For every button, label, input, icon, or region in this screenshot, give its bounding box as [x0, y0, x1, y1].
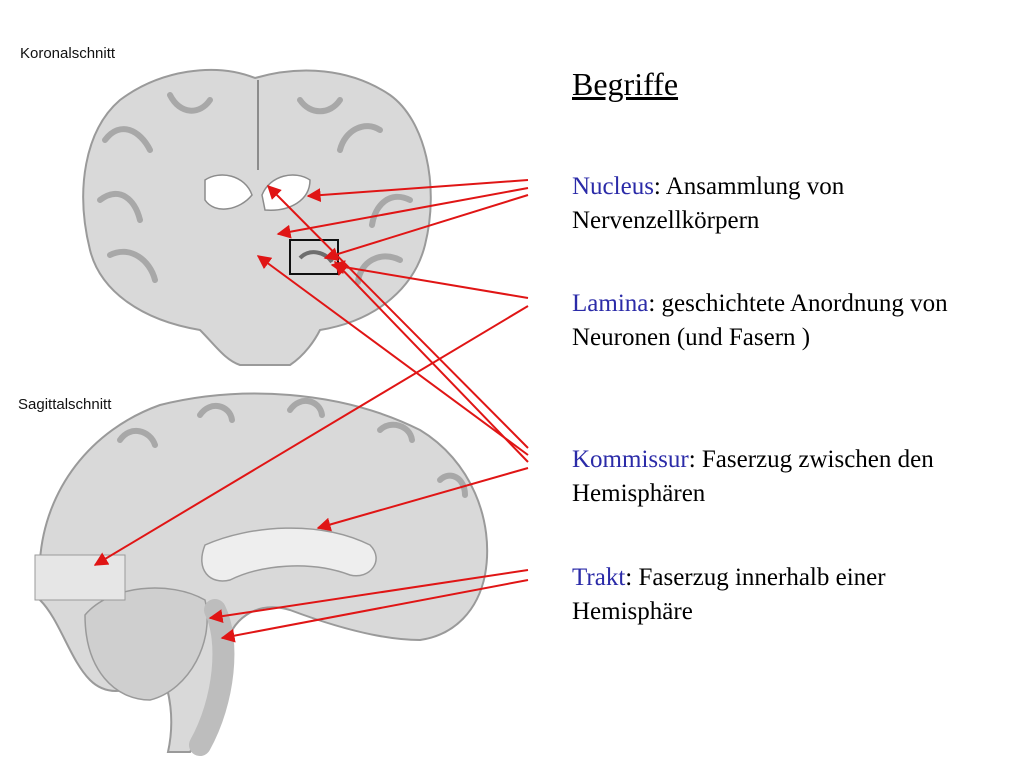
term-keyword: Lamina	[572, 290, 649, 317]
term-definition: : geschichtete Anordnung von Neuronen (u…	[572, 290, 948, 351]
sagittal-brain-section	[34, 392, 489, 756]
term-nucleus: Nucleus: Ansammlung von Nervenzellkörper…	[572, 170, 1012, 238]
corpus-callosum	[201, 527, 377, 582]
arrow-kommissur-1	[267, 185, 529, 449]
term-keyword: Trakt	[572, 564, 626, 591]
coronal-brain-section	[82, 68, 432, 366]
term-definition: : Faserzug zwischen den Hemisphären	[572, 446, 934, 507]
term-definition: : Faserzug innerhalb einer Hemisphäre	[572, 564, 886, 625]
sagittal-inset	[34, 554, 126, 601]
arrow-kommissur-3	[334, 260, 529, 463]
term-kommissur: Kommissur: Faserzug zwischen den Hemisph…	[572, 443, 1012, 511]
arrow-kommissur-4	[316, 467, 529, 532]
term-keyword: Nucleus	[572, 173, 654, 200]
coronal-section-label: Koronalschnitt	[20, 45, 116, 62]
term-trakt: Trakt: Faserzug innerhalb einer Hemisphä…	[572, 561, 1012, 629]
arrow-lamina-1	[330, 260, 529, 299]
arrow-nucleus-1	[306, 179, 529, 203]
arrow-trakt-2	[220, 579, 529, 643]
arrow-trakt-1	[208, 569, 529, 624]
arrow-lamina-2	[93, 305, 529, 566]
sagittal-gyri	[117, 398, 468, 498]
coronal-gyri	[97, 92, 413, 285]
label-arrows	[93, 179, 529, 643]
glossary-title: Begriffe	[572, 66, 679, 102]
arrow-kommissur-2	[256, 255, 529, 456]
sagittal-section-label: Sagittalschnitt	[18, 396, 112, 413]
term-keyword: Kommissur	[572, 446, 689, 473]
arrow-nucleus-3	[323, 194, 529, 261]
term-lamina: Lamina: geschichtete Anordnung von Neuro…	[572, 287, 1012, 355]
arrow-nucleus-2	[276, 187, 529, 239]
cerebellum	[84, 587, 208, 701]
term-definition: : Ansammlung von Nervenzellkörpern	[572, 173, 845, 234]
